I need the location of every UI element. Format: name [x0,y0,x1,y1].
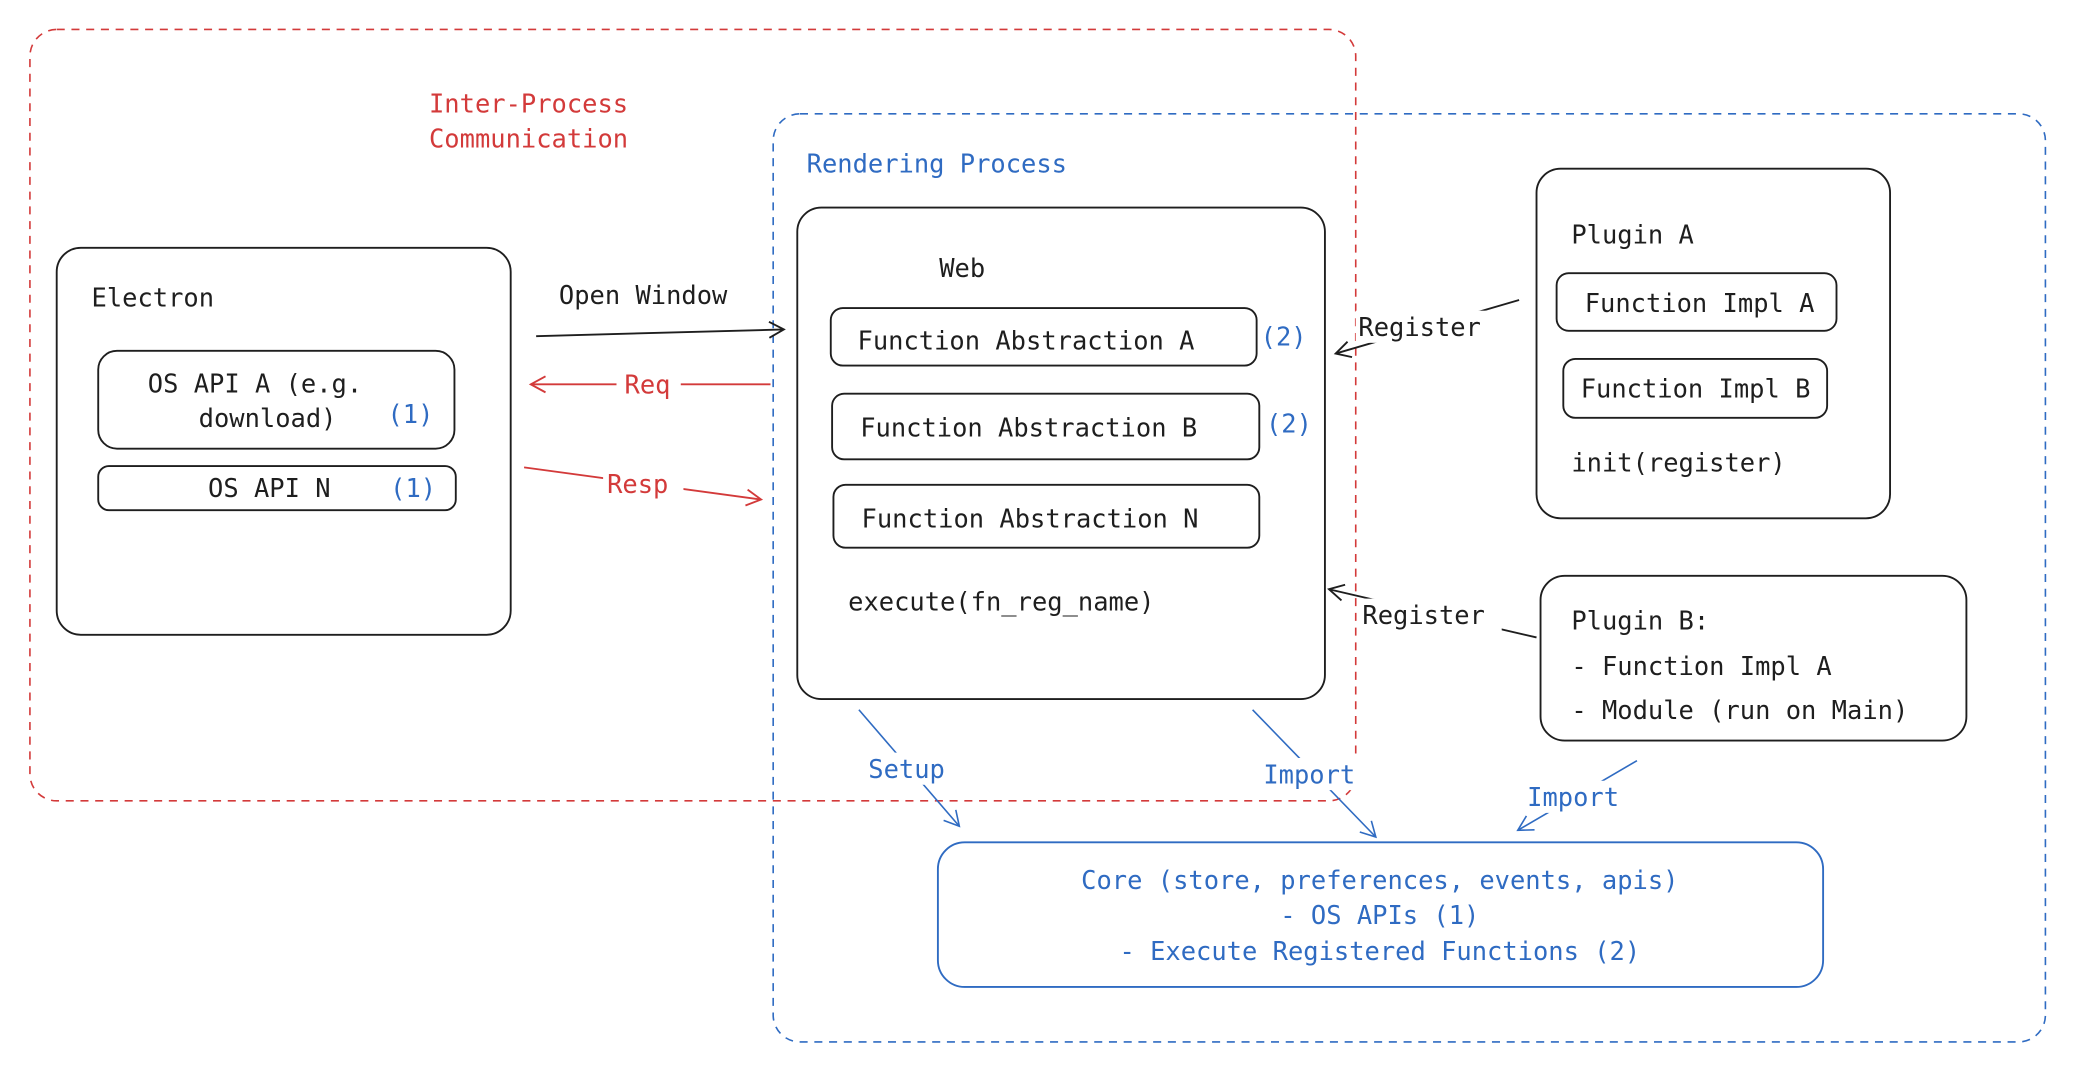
function-impl-a-label: Function Impl A [1585,288,1815,318]
core-line3: - Execute Registered Functions (2) [1119,936,1640,966]
rendering-group-boundary [772,113,2047,1043]
function-impl-b-label: Function Impl B [1581,374,1811,404]
os-api-n-tag: (1) [390,473,436,503]
web-title: Web [939,253,985,283]
os-api-a-label-2: download) [199,403,337,433]
electron-node [55,246,512,636]
function-abstraction-n-node [832,483,1261,549]
plugin-b-title: Plugin B: [1571,605,1709,635]
core-line2: - OS APIs (1) [1280,900,1479,930]
open-window-arrow [536,320,786,339]
function-abstraction-a-tag: (2) [1261,322,1307,352]
plugin-b-line1: - Function Impl A [1571,651,1831,681]
plugin-a-node [1535,167,1892,520]
register-a-label: Register [1358,312,1481,342]
init-register-label: init(register) [1571,447,1785,477]
function-abstraction-b-label: Function Abstraction B [860,413,1197,443]
function-abstraction-a-label: Function Abstraction A [858,326,1195,356]
function-abstraction-b-tag: (2) [1266,409,1312,439]
os-api-n-label: OS API N [208,473,331,503]
electron-title: Electron [92,283,215,313]
web-node [796,206,1326,700]
plugin-b-line2: - Module (run on Main) [1571,695,1908,725]
plugin-b-node [1539,574,1968,742]
function-impl-a-node [1555,272,1838,332]
rendering-title: Rendering Process [807,149,1067,179]
function-abstraction-b-node [831,392,1261,461]
os-api-a-tag: (1) [387,399,433,429]
os-api-n-node [97,465,457,512]
ipc-group-boundary [29,28,1357,802]
plugin-a-title: Plugin A [1571,220,1694,250]
ipc-title-line1: Inter-Process [429,88,628,118]
core-line1: Core (store, preferences, events, apis) [1081,865,1678,895]
os-api-a-node [97,349,456,450]
open-window-label: Open Window [559,280,728,310]
core-node [936,841,1825,988]
setup-label: Setup [868,754,945,784]
function-impl-b-node [1562,357,1829,419]
register-b-label: Register [1362,600,1485,630]
ipc-title-line2: Communication [429,123,628,153]
resp-label: Resp [607,469,668,499]
function-abstraction-n-label: Function Abstraction N [862,504,1199,534]
import-web-label: Import [1263,759,1355,789]
execute-label: execute(fn_reg_name) [848,587,1154,617]
function-abstraction-a-node [829,307,1258,367]
req-label: Req [625,370,671,400]
os-api-a-label-1: OS API A (e.g. [148,368,362,398]
import-plugin-label: Import [1527,782,1619,812]
